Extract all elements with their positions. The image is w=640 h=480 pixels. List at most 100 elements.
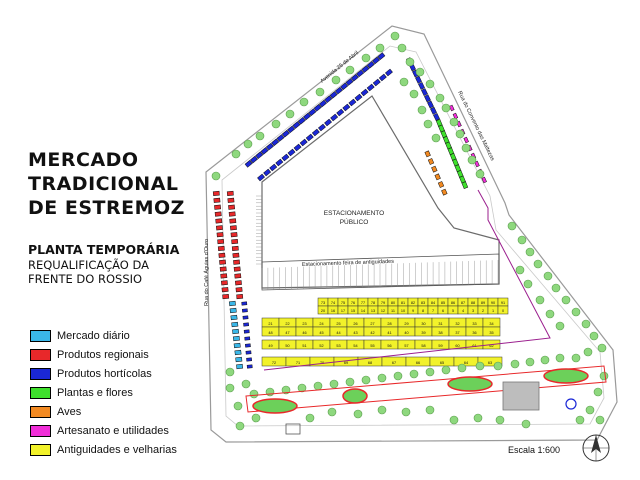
stall-regional [230,232,238,238]
tree [241,379,251,389]
antique-stall-number: 59 [438,344,442,348]
antique-stall-number: 33 [472,322,476,326]
antique-stall-number: 11 [391,309,395,313]
tree [543,271,553,281]
stall-mercado [235,356,243,363]
antique-stall-number: 72 [272,361,276,365]
tree [551,283,561,293]
legend-label: Mercado diário [57,329,130,342]
stall-horticola [385,68,393,77]
tree [525,357,535,367]
stall-horticola [305,133,314,142]
stall-regional [220,273,228,279]
antique-stall-number: 21 [268,322,272,326]
antique-stall-number: 75 [341,301,345,305]
stall-horticola [257,173,265,182]
tree [265,387,275,397]
tree [393,371,403,381]
stall-regional [216,232,224,238]
tree [597,343,607,353]
tree [375,43,385,53]
stall-mercado [232,328,240,335]
stall-regional [231,245,239,251]
antique-stall-number: 6 [442,309,444,313]
legend-label: Produtos hortícolas [57,367,152,380]
antique-stall-number: 39 [421,331,425,335]
subtitle-line: REQUALIFICAÇÃO DA [28,258,150,272]
antique-stall-number: 25 [336,322,340,326]
stall-aves [437,181,445,188]
legend-label: Plantas e flores [57,386,133,399]
antique-stall-number: 22 [285,322,289,326]
stall-regional [232,252,240,258]
antique-stall-number: 76 [351,301,355,305]
tree [595,415,605,425]
antique-stall-number: 9 [412,309,414,313]
stall-horticola [433,112,440,121]
stall-artesanato [481,176,487,184]
stall-horticola [342,103,351,112]
tree [571,353,581,363]
antique-stall-number: 53 [336,344,340,348]
antique-stall-number: 86 [451,301,455,305]
stall-regional [212,190,220,196]
tree [475,169,485,179]
tree [225,367,235,377]
stall-regional [228,211,236,217]
legend-label: Produtos regionais [57,348,149,361]
antique-stall-number: 36 [472,331,476,335]
antique-stall-number: 43 [353,331,357,335]
stall-horticola [424,94,431,103]
tree [521,419,531,429]
tree [467,155,477,165]
legend-label: Artesanato e utilidades [57,424,169,437]
antique-stall-number: 15 [351,309,355,313]
tree [571,307,581,317]
stall-horticola [242,308,248,313]
antique-stall-number: 38 [438,331,442,335]
north-arrow-icon [582,434,610,462]
title-line: TRADICIONAL [28,173,179,195]
stall-regional [217,245,225,251]
antique-stall-number: 17 [341,309,345,313]
stall-regional [228,204,236,210]
antique-stall-number: 35 [489,331,493,335]
antique-stall-number: 51 [302,344,306,348]
tree [461,143,471,153]
tree [533,259,543,269]
antique-stall-number: 80 [391,301,395,305]
legend-swatch [30,405,51,418]
stall-aves [431,165,438,173]
antique-stall-number: 84 [431,301,435,305]
antique-stall-number: 27 [370,322,374,326]
antique-stall-number: 1 [492,309,494,313]
stall-horticola [260,147,269,155]
legend-swatch [30,367,51,380]
stall-horticola [244,160,253,168]
antique-stall-number: 70 [320,361,324,365]
title-line: DE ESTREMOZ [28,197,185,219]
tree [377,373,387,383]
tree [327,407,337,417]
antique-stall-number: 58 [421,344,425,348]
antique-stall-number: 42 [370,331,374,335]
tree [405,57,415,67]
tree [523,279,533,289]
stall-horticola [324,118,332,127]
stall-horticola [281,129,290,138]
tree [425,79,435,89]
stall-regional [227,197,235,203]
legend-swatch [30,443,51,456]
antique-stall-number: 66 [416,361,420,365]
antique-stall-number: 31 [438,322,442,326]
antique-stall-number: 24 [319,322,323,326]
tree [515,265,525,275]
legend-item: Plantas e flores [30,383,230,402]
tree [377,405,387,415]
stall-horticola [361,65,370,73]
stall-regional [215,218,223,224]
tree [425,367,435,377]
tree [599,371,609,381]
map-subtitle: PLANTA TEMPORÁRIA REQUALIFICAÇÃO DA FREN… [28,242,228,286]
